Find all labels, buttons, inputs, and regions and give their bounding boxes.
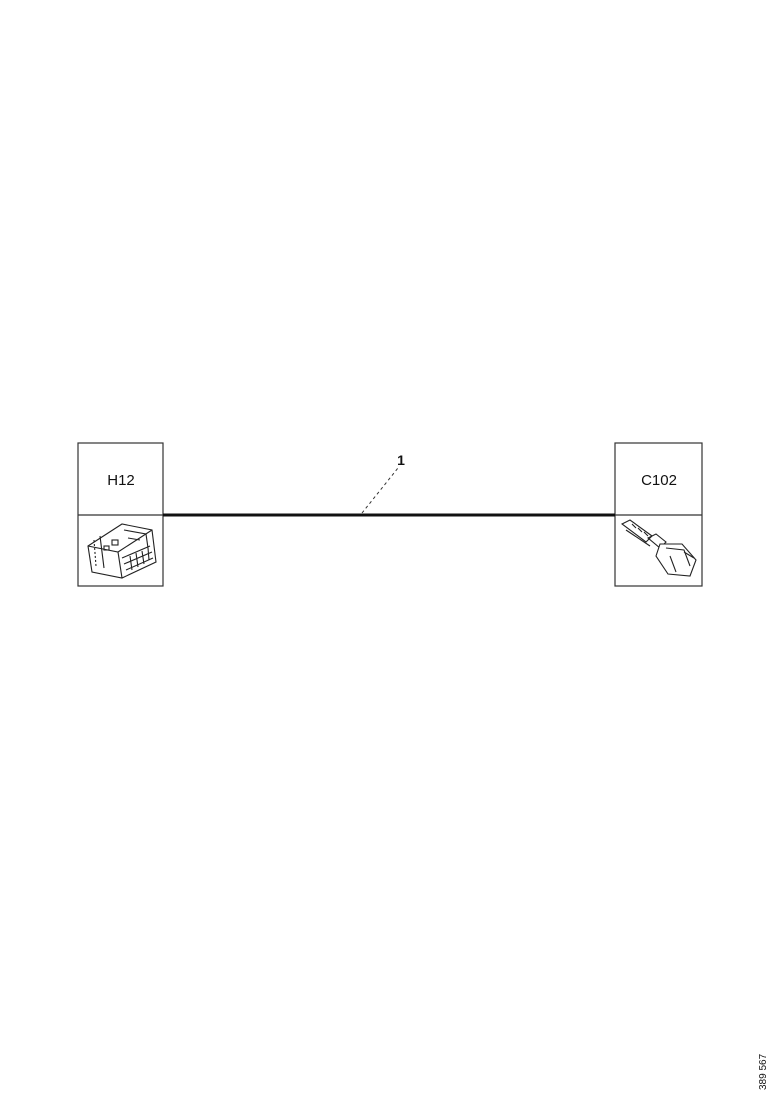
connector-c102: C102 [614, 442, 703, 587]
connector-h12-label: H12 [107, 472, 135, 489]
wire-callout-leader [361, 467, 399, 514]
wire-callout-label: 1 [397, 452, 405, 468]
single-pin-connector-icon [620, 519, 697, 577]
connector-c102-label: C102 [641, 472, 677, 489]
multi-pin-connector-icon [87, 523, 157, 579]
reference-number: 389 567 [758, 1053, 769, 1090]
connector-h12: H12 [77, 442, 164, 587]
